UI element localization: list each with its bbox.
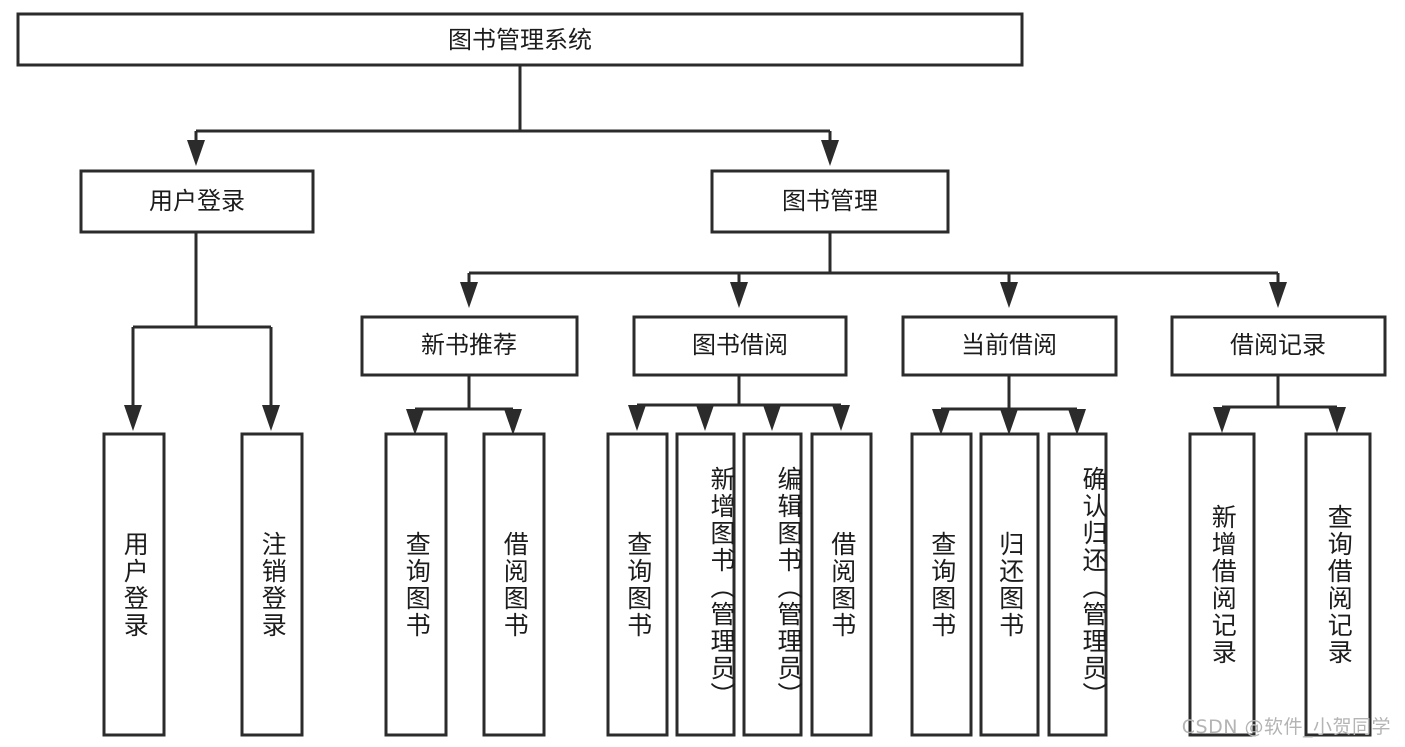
leaf-box[interactable]: [742, 432, 803, 737]
leaf-box[interactable]: [482, 432, 546, 737]
leaf-box[interactable]: [102, 432, 166, 737]
leaf-box[interactable]: [384, 432, 448, 737]
connector-new-book-rec-to-leaves: [406, 375, 522, 435]
node-book-management-label: 图书管理: [782, 187, 878, 215]
node-book-borrow-label: 图书借阅: [692, 331, 788, 359]
leaf-box[interactable]: [606, 432, 669, 737]
leaf-box[interactable]: [810, 432, 873, 737]
connector-book-mgmt-to-level3: [460, 232, 1287, 308]
leaf-box[interactable]: [1188, 432, 1256, 737]
connector-current-borrow-to-leaves: [932, 375, 1086, 435]
node-user-login-label: 用户登录: [149, 187, 245, 215]
csdn-watermark: CSDN @软件_小贺同学: [1181, 716, 1391, 738]
node-user-login[interactable]: 用户登录: [79, 169, 315, 234]
node-borrow-record[interactable]: 借阅记录: [1170, 315, 1387, 377]
leaf-box[interactable]: [910, 432, 973, 737]
node-new-book-recommend-label: 新书推荐: [421, 331, 517, 359]
leaf-box[interactable]: [240, 432, 304, 737]
node-current-borrow-label: 当前借阅: [961, 331, 1057, 359]
leaf-box[interactable]: [979, 432, 1040, 737]
node-current-borrow[interactable]: 当前借阅: [901, 315, 1118, 377]
node-book-borrow[interactable]: 图书借阅: [632, 315, 848, 377]
connector-book-borrow-to-leaves: [628, 375, 850, 431]
connector-user-login-to-leaves: [124, 232, 280, 431]
node-new-book-recommend[interactable]: 新书推荐: [360, 315, 579, 377]
leaf-box-group: [102, 432, 1372, 737]
leaf-box[interactable]: [675, 432, 736, 737]
leaf-box[interactable]: [1047, 432, 1108, 737]
node-root[interactable]: 图书管理系统: [16, 12, 1024, 67]
node-borrow-record-label: 借阅记录: [1230, 331, 1326, 359]
leaf-box[interactable]: [1304, 432, 1372, 737]
connector-root-to-level2: [187, 65, 839, 166]
node-root-label: 图书管理系统: [448, 26, 592, 54]
node-book-management[interactable]: 图书管理: [710, 169, 950, 234]
connector-borrow-record-to-leaves: [1213, 375, 1346, 433]
